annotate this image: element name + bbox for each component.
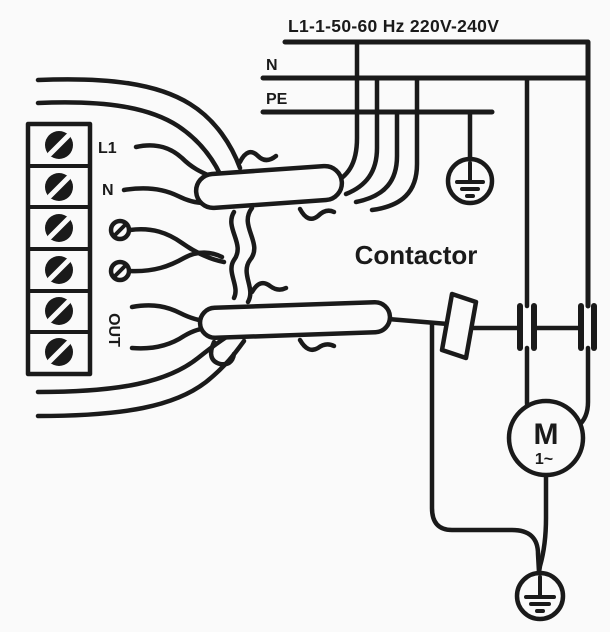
terminal-screw: [45, 131, 73, 159]
terminal-block: [25, 121, 93, 377]
linkage-wave: [244, 205, 257, 305]
wire-terminal-out: [129, 303, 211, 324]
wire-coil-feed: [353, 111, 400, 205]
wire-coil-feed: [343, 77, 380, 197]
wire-screw-link: [127, 250, 225, 274]
motor-letter: M: [534, 418, 559, 451]
wire-coil-return: [429, 321, 542, 575]
actuator-flag: [439, 291, 479, 361]
motor-circle: [506, 398, 586, 478]
armature-shaft: [385, 316, 451, 327]
wire-terminal-l1: [133, 143, 213, 179]
terminal-label-l1: L1: [98, 140, 117, 157]
bus-line-l1: [282, 39, 591, 309]
terminal-screw: [45, 214, 73, 242]
earth-symbol-top: [445, 156, 495, 206]
pe-bus-label: PE: [266, 91, 288, 108]
neutral-bus-label: N: [266, 57, 278, 74]
spring-squiggle: [249, 280, 289, 295]
terminal-screw: [45, 297, 73, 325]
screw-symbol: [108, 259, 132, 283]
wire-supply-curve: [35, 77, 243, 171]
linkage-wave: [229, 209, 240, 301]
spring-squiggle: [208, 339, 237, 367]
main-contact-right: [578, 303, 597, 351]
main-contact-left: [517, 303, 537, 351]
wires: [35, 39, 591, 575]
supply-rating-label: L1-1-50-60 Hz 220V-240V: [288, 16, 499, 36]
spring-squiggle: [297, 337, 337, 352]
terminal-label-n: N: [102, 182, 114, 199]
contactor-label: Contactor: [355, 240, 478, 270]
contactor-coil-top: [193, 163, 345, 211]
terminal-screw: [45, 173, 73, 201]
wire-contact-to-motor: [575, 345, 591, 429]
terminal-screw: [45, 256, 73, 284]
terminal-divider: [26, 164, 92, 334]
wire-terminal-out: [129, 325, 213, 351]
motor: M 1~: [506, 398, 586, 478]
spring-squiggle: [297, 206, 337, 222]
wire-terminal-n: [121, 186, 207, 206]
wire-screw-link: [127, 227, 227, 265]
wire-supply-curve: [35, 100, 227, 186]
terminal-screw: [45, 338, 73, 366]
terminal-label-out: OUT: [105, 313, 122, 347]
screw-symbol: [108, 218, 132, 242]
motor-phase-label: 1~: [535, 451, 553, 468]
earth-symbol-bottom: [514, 570, 566, 622]
contactor-coil-bottom: [197, 299, 393, 341]
spring-squiggle: [237, 149, 279, 165]
wire-coil-feed: [369, 77, 420, 213]
